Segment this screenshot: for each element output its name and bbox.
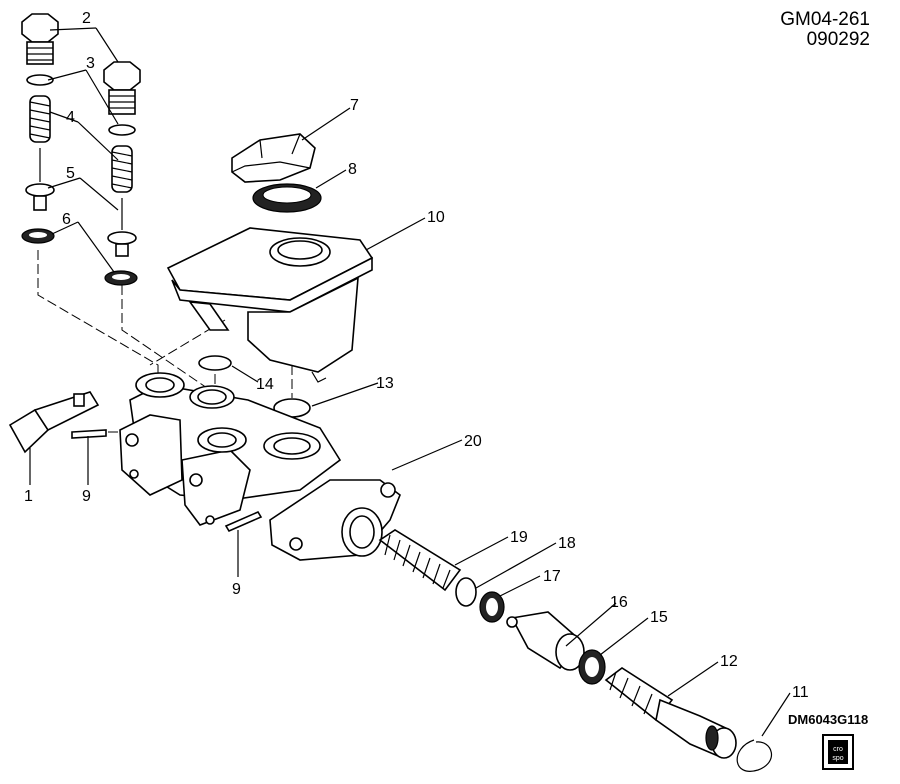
logo-text-top: cro — [833, 746, 843, 753]
part-2-valve-plug-left — [21, 13, 59, 65]
part-7-reservoir-cap — [231, 133, 316, 183]
part-6-seal-left — [21, 228, 55, 244]
callout-17: 17 — [543, 568, 561, 585]
callout-4: 4 — [66, 109, 75, 126]
callout-labels: 2 3 4 5 6 7 8 10 14 13 20 1 9 9 19 18 17… — [24, 10, 809, 701]
diagram-code: GM04-261 090292 — [780, 10, 870, 50]
callout-3: 3 — [86, 55, 95, 72]
part-13-snap-ring — [736, 739, 772, 772]
diagram-code-line2: 090292 — [806, 29, 870, 50]
part-4-spring-left — [29, 95, 51, 143]
part-14-primary-piston-assembly — [604, 667, 737, 759]
callout-12: 14 — [256, 376, 274, 393]
part-5-valve-stem-left — [25, 148, 55, 211]
part-16-secondary-piston — [506, 611, 585, 671]
part-3-o-ring-right — [108, 124, 136, 136]
logo-text-bottom: spo — [832, 755, 843, 762]
part-3-o-ring-left — [26, 74, 54, 86]
callout-9-upper: 9 — [82, 488, 91, 505]
callout-11: 13 — [376, 375, 394, 392]
part-1-fluid-level-sensor — [8, 391, 100, 454]
callout-6: 6 — [62, 211, 71, 228]
callout-1: 1 — [24, 488, 33, 505]
callout-14: 12 — [720, 653, 738, 670]
callout-15: 15 — [650, 609, 668, 626]
part-15-seal — [578, 649, 606, 685]
part-19-spring — [378, 529, 462, 592]
callout-5: 5 — [66, 165, 75, 182]
callout-10: 10 — [427, 209, 445, 226]
callout-13: 11 — [792, 684, 809, 701]
callout-20: 20 — [464, 433, 482, 450]
part-17-seal — [479, 591, 505, 623]
callout-leaders — [29, 27, 791, 737]
part-20-master-cylinder-body — [119, 372, 401, 561]
callout-2: 2 — [82, 10, 91, 27]
callout-16: 16 — [610, 594, 628, 611]
part-9-pin-upper — [71, 429, 107, 439]
diagram-code-line1: GM04-261 — [780, 9, 870, 30]
part-6-seal-right — [104, 270, 138, 286]
callout-9-lower: 9 — [232, 581, 241, 598]
callout-8: 8 — [348, 161, 357, 178]
callout-19: 19 — [510, 529, 528, 546]
part-12-o-ring — [198, 355, 232, 371]
part-2-valve-plug-right — [103, 61, 141, 115]
callout-18: 18 — [558, 535, 576, 552]
callout-7: 7 — [350, 97, 359, 114]
part-18-washer — [455, 577, 477, 607]
part-10-reservoir — [166, 227, 374, 383]
part-8-diaphragm — [252, 183, 322, 213]
crospo-logo: cro spo — [822, 734, 854, 770]
part-9-pin-lower — [224, 510, 263, 533]
part-4-spring-right — [111, 145, 133, 193]
figure-id: DM6043G118 — [788, 712, 869, 727]
part-5-valve-stem-right — [107, 198, 137, 257]
